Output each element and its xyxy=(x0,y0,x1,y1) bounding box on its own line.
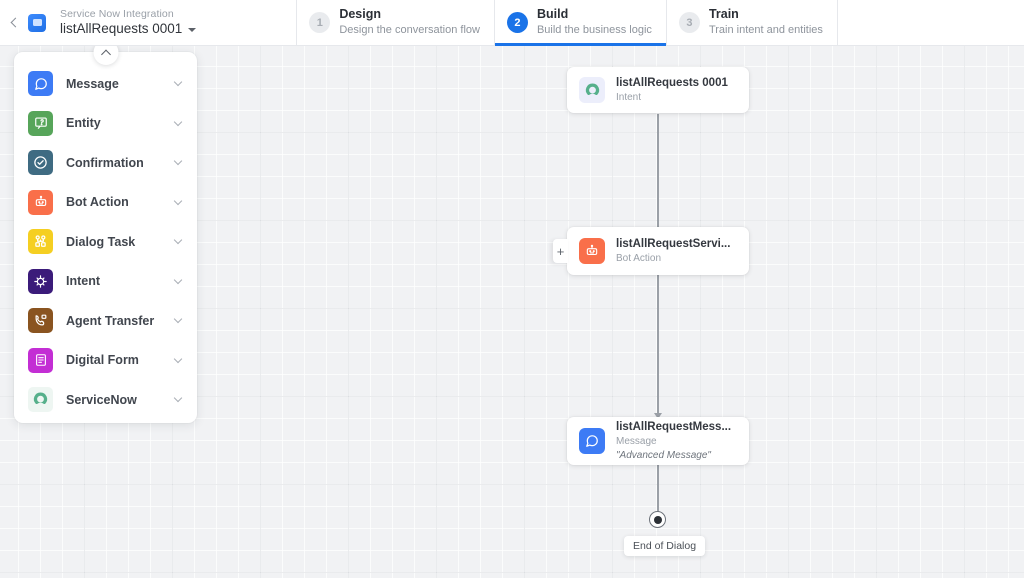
project-subtitle: Service Now Integration xyxy=(60,7,174,20)
tab-design[interactable]: 1 Design Design the conversation flow xyxy=(296,0,494,45)
end-of-dialog-node[interactable] xyxy=(649,511,666,528)
chevron-down-icon[interactable] xyxy=(173,315,183,324)
palette-item-entity[interactable]: Entity xyxy=(14,104,197,144)
tab-train-title: Train xyxy=(708,7,739,22)
flow-node-message-title: listAllRequestMess... xyxy=(616,421,732,433)
project-title: listAllRequests 0001 xyxy=(60,20,183,36)
intent-icon xyxy=(28,268,53,294)
tab-design-title: Design xyxy=(339,7,382,22)
chevron-down-icon[interactable] xyxy=(173,117,183,126)
flow-node-intent-subtitle: Intent xyxy=(616,92,642,103)
chevron-down-icon xyxy=(188,28,197,32)
project-title-block: Service Now Integration listAllRequests … xyxy=(60,0,197,45)
tab-build[interactable]: 2 Build Build the business logic xyxy=(493,0,666,46)
flow-node-message-extra: "Advanced Message" xyxy=(616,450,711,461)
palette-item-entity-label: Entity xyxy=(66,116,101,131)
flow-node-bot-action[interactable]: + listAllRequestServi... Bot Action xyxy=(553,227,749,275)
palette-item-servicenow-label: ServiceNow xyxy=(66,392,137,407)
tab-build-desc: Build the business logic xyxy=(536,23,652,36)
wizard-tabs: 1 Design Design the conversation flow 2 … xyxy=(296,0,838,46)
tab-build-number: 2 xyxy=(506,12,528,33)
flow-node-message-subtitle: Message xyxy=(616,436,657,447)
flow-node-message[interactable]: listAllRequestMess... Message "Advanced … xyxy=(567,417,749,465)
connector-botaction-to-message xyxy=(657,275,659,415)
palette-item-confirmation[interactable]: Confirmation xyxy=(14,143,197,183)
app-logo-icon xyxy=(28,13,46,32)
flow-node-intent-title: listAllRequests 0001 xyxy=(616,77,728,89)
confirmation-icon xyxy=(28,150,53,176)
palette-item-agent-transfer-label: Agent Transfer xyxy=(66,313,155,328)
message-icon xyxy=(28,71,53,97)
servicenow-icon xyxy=(28,387,53,413)
palette-item-dialog-task-label: Dialog Task xyxy=(66,234,136,249)
palette-item-confirmation-label: Confirmation xyxy=(66,155,144,170)
chevron-down-icon[interactable] xyxy=(173,236,183,245)
digital-form-icon xyxy=(28,347,53,373)
palette-item-message-label: Message xyxy=(66,76,119,91)
palette-item-intent-label: Intent xyxy=(66,274,101,289)
chevron-up-icon xyxy=(100,49,111,59)
tab-build-title: Build xyxy=(536,7,569,22)
chevron-down-icon[interactable] xyxy=(173,354,183,363)
palette-item-bot-action[interactable]: Bot Action xyxy=(14,183,197,223)
bot-action-icon xyxy=(28,189,53,215)
end-of-dialog-label: End of Dialog xyxy=(624,536,706,556)
palette-item-digital-form[interactable]: Digital Form xyxy=(14,341,197,381)
flow-canvas[interactable]: Message Entity Confirmation xyxy=(0,40,1024,578)
flow-node-intent[interactable]: listAllRequests 0001 Intent xyxy=(567,67,749,113)
back-button[interactable] xyxy=(0,0,28,45)
message-icon xyxy=(579,428,605,454)
chevron-down-icon[interactable] xyxy=(173,394,183,403)
tab-design-desc: Design the conversation flow xyxy=(339,23,480,36)
connector-intent-to-botaction xyxy=(657,114,659,246)
agent-transfer-icon xyxy=(28,308,53,334)
chevron-down-icon[interactable] xyxy=(173,275,183,284)
chevron-down-icon[interactable] xyxy=(173,78,183,87)
entity-icon xyxy=(28,110,53,136)
palette-item-bot-action-label: Bot Action xyxy=(66,195,129,210)
palette-item-digital-form-label: Digital Form xyxy=(66,353,139,368)
connector-message-to-end xyxy=(657,464,659,519)
bot-action-icon xyxy=(579,238,605,264)
servicenow-icon xyxy=(579,77,605,103)
tab-design-number: 1 xyxy=(309,12,331,33)
tab-train-number: 3 xyxy=(678,12,700,33)
arrowhead-icon xyxy=(654,413,662,419)
project-title-dropdown[interactable]: listAllRequests 0001 xyxy=(60,20,197,37)
add-node-button[interactable]: + xyxy=(553,239,568,263)
palette-item-intent[interactable]: Intent xyxy=(14,262,197,302)
palette-item-message[interactable]: Message xyxy=(14,64,197,104)
flow-node-bot-action-title: listAllRequestServi... xyxy=(616,238,731,250)
palette-item-agent-transfer[interactable]: Agent Transfer xyxy=(14,301,197,341)
chevron-down-icon[interactable] xyxy=(173,196,183,205)
tab-train[interactable]: 3 Train Train intent and entities xyxy=(665,0,838,45)
flow-node-bot-action-subtitle: Bot Action xyxy=(616,253,662,264)
dialog-task-icon xyxy=(28,229,53,255)
tab-train-desc: Train intent and entities xyxy=(708,23,823,36)
chevron-down-icon[interactable] xyxy=(173,157,183,166)
palette-item-servicenow[interactable]: ServiceNow xyxy=(14,380,197,420)
app-header: Service Now Integration listAllRequests … xyxy=(0,0,1024,46)
back-chevron-icon xyxy=(10,17,21,28)
palette-item-dialog-task[interactable]: Dialog Task xyxy=(14,222,197,262)
node-palette-panel: Message Entity Confirmation xyxy=(14,40,197,423)
